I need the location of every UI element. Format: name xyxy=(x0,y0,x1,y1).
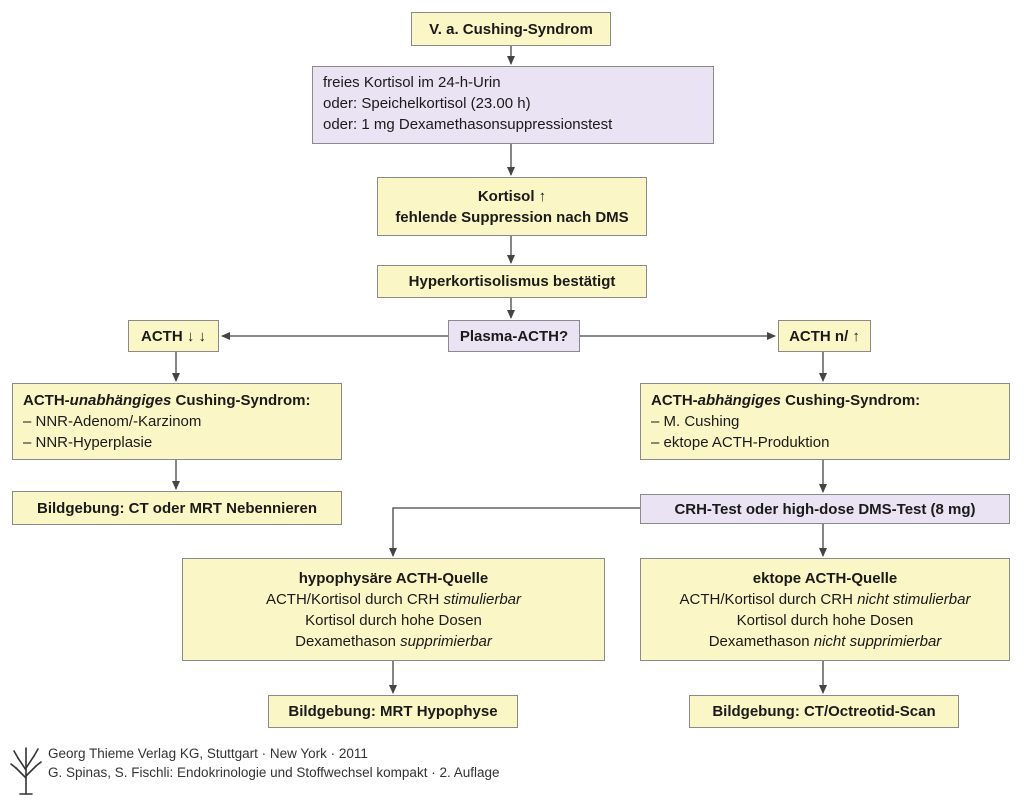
node-imaging-pituitary: Bildgebung: MRT Hypophyse xyxy=(268,695,518,728)
screening-line-2: oder: Speichelkortisol (23.00 h) xyxy=(323,95,531,112)
pituitary-line-1: ACTH/Kortisol durch CRH stimulierbar xyxy=(266,589,521,610)
ectopic-line-1-text: ACTH/Kortisol durch CRH xyxy=(679,590,858,608)
node-pituitary-source: hypophysäre ACTH-Quelle ACTH/Kortisol du… xyxy=(182,558,605,661)
pituitary-line-1-text: ACTH/Kortisol durch CRH xyxy=(265,590,444,608)
dependent-item-1: – M. Cushing xyxy=(651,413,740,430)
pituitary-line-2: Kortisol durch hohe Dosen xyxy=(305,611,482,629)
ectopic-line-1-italic: nicht stimulierbar xyxy=(857,590,971,608)
dependent-title: ACTH-abhängiges Cushing-Syndrom: xyxy=(651,390,999,411)
independent-title-suffix: Cushing-Syndrom: xyxy=(171,392,311,409)
node-acth-normal-high: ACTH n/ ↑ xyxy=(778,320,871,352)
independent-item-1: – NNR-Adenom/-Karzinom xyxy=(23,413,202,430)
crh-test-label: CRH-Test oder high-dose DMS-Test (8 mg) xyxy=(674,500,976,518)
ectopic-line-3: Dexamethason nicht supprimierbar xyxy=(709,631,942,652)
cortisol-high-line-2: fehlende Suppression nach DMS xyxy=(395,208,629,226)
acth-normal-high-label: ACTH n/ ↑ xyxy=(789,327,860,345)
independent-item-2: – NNR-Hyperplasie xyxy=(23,434,153,451)
arrow-crh-test-to-pituitary xyxy=(389,507,640,557)
pituitary-line-3-text: Dexamethason xyxy=(295,632,401,650)
cortisol-high-line-1: Kortisol ↑ xyxy=(477,187,547,205)
independent-title-prefix: ACTH- xyxy=(23,392,70,409)
acth-low-label: ACTH ↓ ↓ xyxy=(141,327,206,345)
pituitary-title: hypophysäre ACTH-Quelle xyxy=(298,569,489,587)
node-imaging-ectopic: Bildgebung: CT/Octreotid-Scan xyxy=(689,695,959,728)
node-hypercortisolism-confirmed: Hyperkortisolismus bestätigt xyxy=(377,265,647,298)
imaging-pituitary-label: Bildgebung: MRT Hypophyse xyxy=(288,703,498,720)
node-suspicion: V. a. Cushing-Syndrom xyxy=(411,12,611,46)
footer-text: Georg Thieme Verlag KG, Stuttgart · New … xyxy=(48,744,568,782)
node-cortisol-high: Kortisol ↑ fehlende Suppression nach DMS xyxy=(377,177,647,236)
node-acth-independent: ACTH-unabhängiges Cushing-Syndrom: – NNR… xyxy=(12,383,342,460)
dependent-title-suffix: Cushing-Syndrom: xyxy=(781,392,921,409)
ectopic-line-3-italic: nicht supprimierbar xyxy=(813,632,942,650)
screening-line-1: freies Kortisol im 24-h-Urin xyxy=(323,74,501,91)
ectopic-line-2: Kortisol durch hohe Dosen xyxy=(736,611,914,629)
pituitary-line-1-italic: stimulierbar xyxy=(443,590,522,608)
pituitary-line-3: Dexamethason supprimierbar xyxy=(295,631,492,652)
node-crh-test: CRH-Test oder high-dose DMS-Test (8 mg) xyxy=(640,494,1010,524)
imaging-adrenal-label: Bildgebung: CT oder MRT Nebennieren xyxy=(37,499,317,517)
dependent-title-prefix: ACTH- xyxy=(651,392,698,409)
pituitary-line-3-italic: supprimierbar xyxy=(400,632,492,650)
ectopic-title: ektope ACTH-Quelle xyxy=(752,569,898,587)
node-imaging-adrenal: Bildgebung: CT oder MRT Nebennieren xyxy=(12,491,342,525)
node-ectopic-source: ektope ACTH-Quelle ACTH/Kortisol durch C… xyxy=(640,558,1010,661)
node-acth-dependent: ACTH-abhängiges Cushing-Syndrom: – M. Cu… xyxy=(640,383,1010,460)
footer-line-1: Georg Thieme Verlag KG, Stuttgart · New … xyxy=(48,746,368,761)
node-acth-low: ACTH ↓ ↓ xyxy=(128,320,219,352)
node-plasma-acth: Plasma-ACTH? xyxy=(448,320,580,352)
dependent-item-2: – ektope ACTH-Produktion xyxy=(651,434,830,451)
independent-title-italic: unabhängiges xyxy=(69,392,172,409)
thieme-tree-logo-icon xyxy=(10,747,42,795)
node-screening-tests: freies Kortisol im 24-h-Urin oder: Speic… xyxy=(312,66,714,144)
ectopic-line-3-text: Dexamethason xyxy=(708,632,814,650)
screening-line-3: oder: 1 mg Dexamethasonsuppressionstest xyxy=(323,116,613,133)
independent-title: ACTH-unabhängiges Cushing-Syndrom: xyxy=(23,390,331,411)
footer-line-2: G. Spinas, S. Fischli: Endokrinologie un… xyxy=(48,765,500,780)
dependent-title-italic: abhängiges xyxy=(697,392,782,409)
plasma-acth-label: Plasma-ACTH? xyxy=(459,327,569,345)
ectopic-line-1: ACTH/Kortisol durch CRH nicht stimulierb… xyxy=(680,589,971,610)
node-suspicion-label: V. a. Cushing-Syndrom xyxy=(429,20,593,38)
confirmed-label: Hyperkortisolismus bestätigt xyxy=(408,273,616,290)
imaging-ectopic-label: Bildgebung: CT/Octreotid-Scan xyxy=(712,703,936,720)
